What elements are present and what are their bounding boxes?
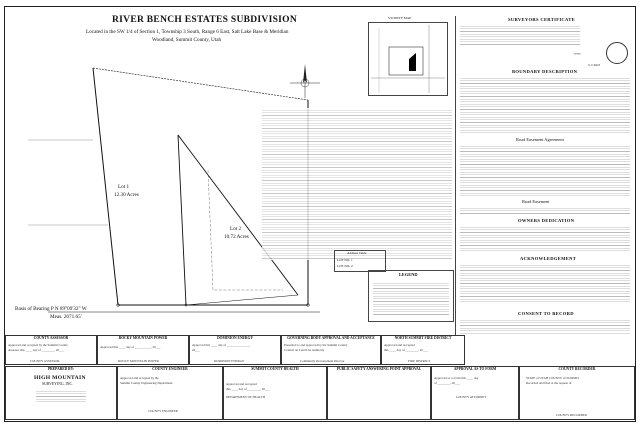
right-column: SURVEYORS CERTIFICATE ≈≈≈ 5-7-2021 BOUND… [455,16,634,336]
surveyor-address [36,389,86,403]
lot2-area: 10.72 Acres [224,234,249,240]
surveying-company-name: HIGH MOUNTAIN [34,375,86,381]
signature-date: 5-7-2021 [588,63,601,67]
address-table-row-1: LOT NO. 1 [337,258,353,262]
approval-row-2: PREPARED BY: HIGH MOUNTAIN SURVEYING, IN… [5,366,635,420]
north-arrow-icon [290,64,320,98]
lot1-label: Lot 1 [118,184,130,190]
approval-signer: COUNTY ASSESSOR [30,359,60,363]
sheet-border [4,6,636,422]
vicinity-map-drawing [371,25,445,93]
legend-box: LEGEND [368,270,454,322]
surveyor-seal [606,42,628,64]
surveyor-signature: ≈≈≈ [574,51,581,56]
approval-line: this ____ day of ________, 20___ [226,387,270,391]
approval-rocky-mountain-power: ROCKY MOUNTAIN POWER Approved this ____ … [97,335,189,365]
approval-line: this ____ day of ________, 20___ [384,348,428,352]
address-table: Address Table LOT NO. 1 LOT NO. 2 [334,250,386,272]
approval-title: NORTH SUMMIT FIRE DISTRICT [394,336,452,340]
owners-dedication-text [460,225,630,253]
lot2-label: Lot 2 [230,226,242,232]
approval-title: SUMMIT COUNTY HEALTH [251,367,299,371]
plat-drawing [28,64,320,313]
approval-line: of ________, 20___ [434,381,460,385]
address-table-row-2: LOT NO. 2 [337,264,353,268]
approval-title: COUNTY ASSESSOR [33,336,69,340]
plat-location-line: Located in the SW 1/4 of Section 1, Town… [86,29,289,35]
approval-line: Summit County Engineering Department [120,381,173,385]
surveying-company-subtitle: SURVEYING, INC. [42,382,74,386]
approval-row-1: COUNTY ASSESSOR Approved and accepted by… [5,335,465,365]
general-notes [262,108,452,260]
approval-line: Approved and Accepted [384,343,415,347]
approval-signer: FIRE DISTRICT [408,359,431,363]
approval-title: PREPARED BY: [47,367,75,371]
approval-line: Approved and accepted by the Summit Coun… [8,343,68,347]
surveyors-certificate-text [460,24,580,46]
vicinity-map-label: VICINITY MAP [388,16,412,20]
boundary-description-title: BOUNDARY DESCRIPTION [512,69,578,74]
approval-line: Approved and accepted by the [120,376,159,380]
approval-title: COUNTY ENGINEER [152,367,188,371]
approval-line: Approved and Accepted [226,382,257,386]
approval-county-recorder: COUNTY RECORDER STATE of UTAH COUNTY of … [519,366,635,420]
approval-north-summit-fire: NORTH SUMMIT FIRE DISTRICT Approved and … [381,335,465,365]
road-easement-text [460,206,630,214]
approval-title: ROCKY MOUNTAIN POWER [118,336,168,340]
approval-signer: DEPARTMENT OF HEALTH [226,395,266,399]
approval-title: PUBLIC SAFETY ANSWERING POINT APPROVAL [336,367,422,371]
prepared-by-block: PREPARED BY: HIGH MOUNTAIN SURVEYING, IN… [5,366,117,420]
approval-line: Recorded and filed at the request of [526,381,572,385]
road-easement-agreement-title: Road Easement Agreement [516,137,564,142]
approval-title: DOMINION ENERGY [217,336,253,340]
basis-measured: Meas. 2671.65' [50,314,82,320]
approval-public-safety: PUBLIC SAFETY ANSWERING POINT APPROVAL [327,366,431,420]
lot1-area: 12.30 Acres [114,192,139,198]
vicinity-map [368,22,448,96]
basis-of-bearing: Basis of Bearing P N 89°09'32" W [15,306,87,312]
approval-title: GOVERNING BODY APPROVAL AND ACCEPTANCE [287,336,375,340]
approval-governing-body: GOVERNING BODY APPROVAL AND ACCEPTANCE P… [281,335,381,365]
approval-as-to-form: APPROVAL AS TO FORM Approved as to form … [431,366,519,420]
approval-line: Approved as to form this ____ day [434,376,479,380]
approval-line: Presented to and approved by the Summit … [284,343,348,347]
approval-line: Approved this ____ day of ______________… [192,343,251,347]
acknowledgement-text [460,263,630,303]
approval-title: COUNTY RECORDER [558,367,596,371]
approval-signer: COUNTY ATTORNEY [456,395,487,399]
acknowledgement-title: ACKNOWLEDGEMENT [520,256,577,261]
consent-to-record-text [460,318,630,334]
approval-line: Approved this ____ day of __________, 20… [100,345,161,349]
approval-signer: COUNTY RECORDER [556,413,587,417]
approval-line: STATE of UTAH COUNTY of SUMMIT [526,376,580,380]
approval-line: Assessor this ____ day of ________, 20__… [8,348,64,352]
approval-line: Council on Land Use Authority [284,348,325,352]
boundary-description-text [460,76,630,134]
address-table-title: Address Table [347,251,367,255]
surveyors-certificate-title: SURVEYORS CERTIFICATE [508,17,576,22]
approval-dominion-energy: DOMINION ENERGY Approved this ____ day o… [189,335,281,365]
approval-signer: DOMINION ENERGY [214,359,245,363]
road-easement-agreement-text [460,144,630,196]
approval-signer: ROCKY MOUNTAIN POWER [118,359,159,363]
road-easement-title: Road Easement [522,199,550,204]
approval-signer: Community Development Director [300,359,345,363]
legend-title: LEGEND [399,272,418,277]
approval-county-assessor: COUNTY ASSESSOR Approved and accepted by… [5,335,97,365]
plat-county-line: Woodland, Summit County, Utah [152,37,222,43]
legend-entries [373,281,449,317]
approval-title: APPROVAL AS TO FORM [453,367,497,371]
approval-county-engineer: COUNTY ENGINEER Approved and accepted by… [117,366,223,420]
owners-dedication-title: OWNERS DEDICATION [518,218,575,223]
plat-title: RIVER BENCH ESTATES SUBDIVISION [112,15,298,25]
approval-signer: COUNTY ENGINEER [148,409,178,413]
approval-line: 20___ [192,348,200,352]
consent-to-record-title: CONSENT TO RECORD [518,311,574,316]
approval-summit-county-health: SUMMIT COUNTY HEALTH Approved and Accept… [223,366,327,420]
